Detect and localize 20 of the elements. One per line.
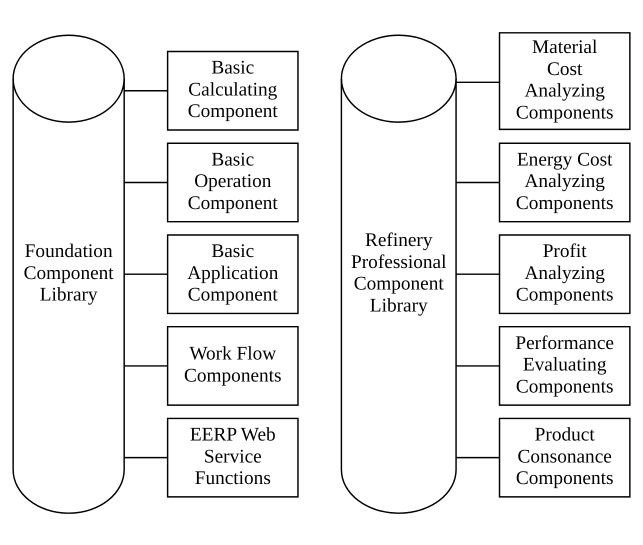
connector bbox=[124, 364, 168, 366]
node-box: Work Flow Components bbox=[166, 325, 299, 406]
node-box: Energy Cost Analyzing Components bbox=[498, 142, 631, 222]
node-box: Material Cost Analyzing Components bbox=[498, 32, 631, 130]
connector bbox=[456, 364, 500, 366]
node-box: Product Consonance Components bbox=[498, 417, 631, 498]
node-box: Profit Analyzing Components bbox=[498, 234, 631, 314]
connector bbox=[456, 81, 500, 83]
connector bbox=[124, 272, 168, 274]
node-box: EERP Web Service Functions bbox=[166, 417, 299, 498]
node-box: Basic Calculating Component bbox=[166, 50, 299, 130]
connector bbox=[456, 456, 500, 458]
node-box: Basic Operation Component bbox=[166, 142, 299, 222]
connector bbox=[456, 272, 500, 274]
node-box: Performance Evaluating Components bbox=[498, 325, 631, 406]
node-box: Basic Application Component bbox=[166, 234, 299, 314]
connector bbox=[124, 456, 168, 458]
connector bbox=[124, 90, 168, 91]
connector bbox=[124, 181, 168, 183]
connector bbox=[456, 181, 500, 183]
